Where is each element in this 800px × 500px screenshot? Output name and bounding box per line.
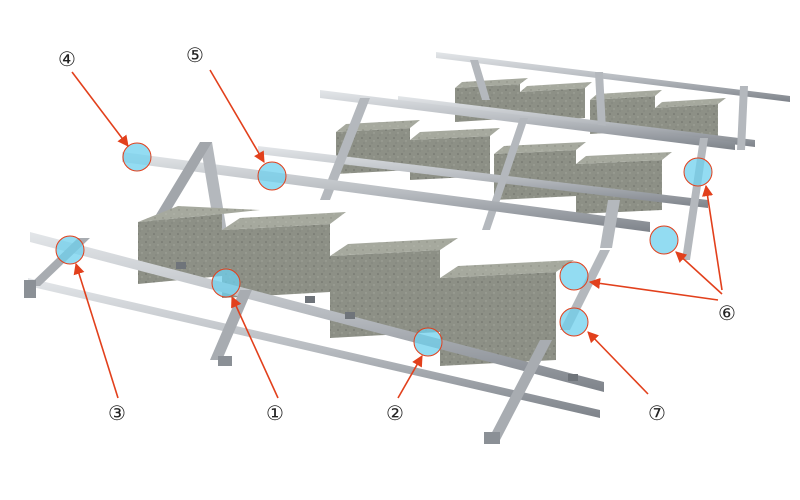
marker-1: [211, 268, 241, 298]
marker-2: [413, 327, 443, 357]
rail-row3-front: [258, 146, 708, 208]
arrow-6c: [588, 277, 719, 301]
callout-2: ②: [386, 401, 404, 425]
arrow-5: [209, 69, 265, 163]
arrow-4: [71, 71, 129, 147]
marker-6a: [683, 157, 713, 187]
highlight-markers: [55, 142, 713, 357]
marker-4: [122, 142, 152, 172]
rack-row-front: [24, 200, 620, 444]
marker-7: [559, 307, 589, 337]
callout-3: ③: [108, 401, 126, 425]
rail-row2-top: [122, 152, 650, 232]
rail-row3-top: [320, 90, 735, 150]
callout-4: ④: [58, 47, 76, 71]
callout-1: ①: [266, 401, 284, 425]
marker-5: [257, 161, 287, 191]
leader-arrows: [71, 69, 723, 399]
marker-6c: [559, 261, 589, 291]
rack-row-2: [122, 142, 650, 250]
callout-6: ⑥: [718, 301, 736, 325]
callout-labels: ④ ⑤ ③ ① ② ⑥ ⑦: [58, 43, 736, 425]
callout-7: ⑦: [648, 401, 666, 425]
arrow-6b: [675, 251, 723, 295]
rail-front-bottom: [28, 278, 600, 418]
arrow-6a: [701, 184, 723, 291]
arrow-7: [587, 331, 649, 395]
marker-6b: [649, 225, 679, 255]
rail-back-top: [436, 52, 790, 102]
arrow-1: [231, 295, 279, 399]
rail-front-top: [30, 232, 604, 392]
marker-3: [55, 235, 85, 265]
callout-5: ⑤: [186, 43, 204, 67]
arrow-2: [397, 355, 423, 399]
arrow-3: [73, 262, 119, 399]
rack-row-3: [258, 90, 735, 260]
ballast-blocks-front: [138, 206, 574, 366]
